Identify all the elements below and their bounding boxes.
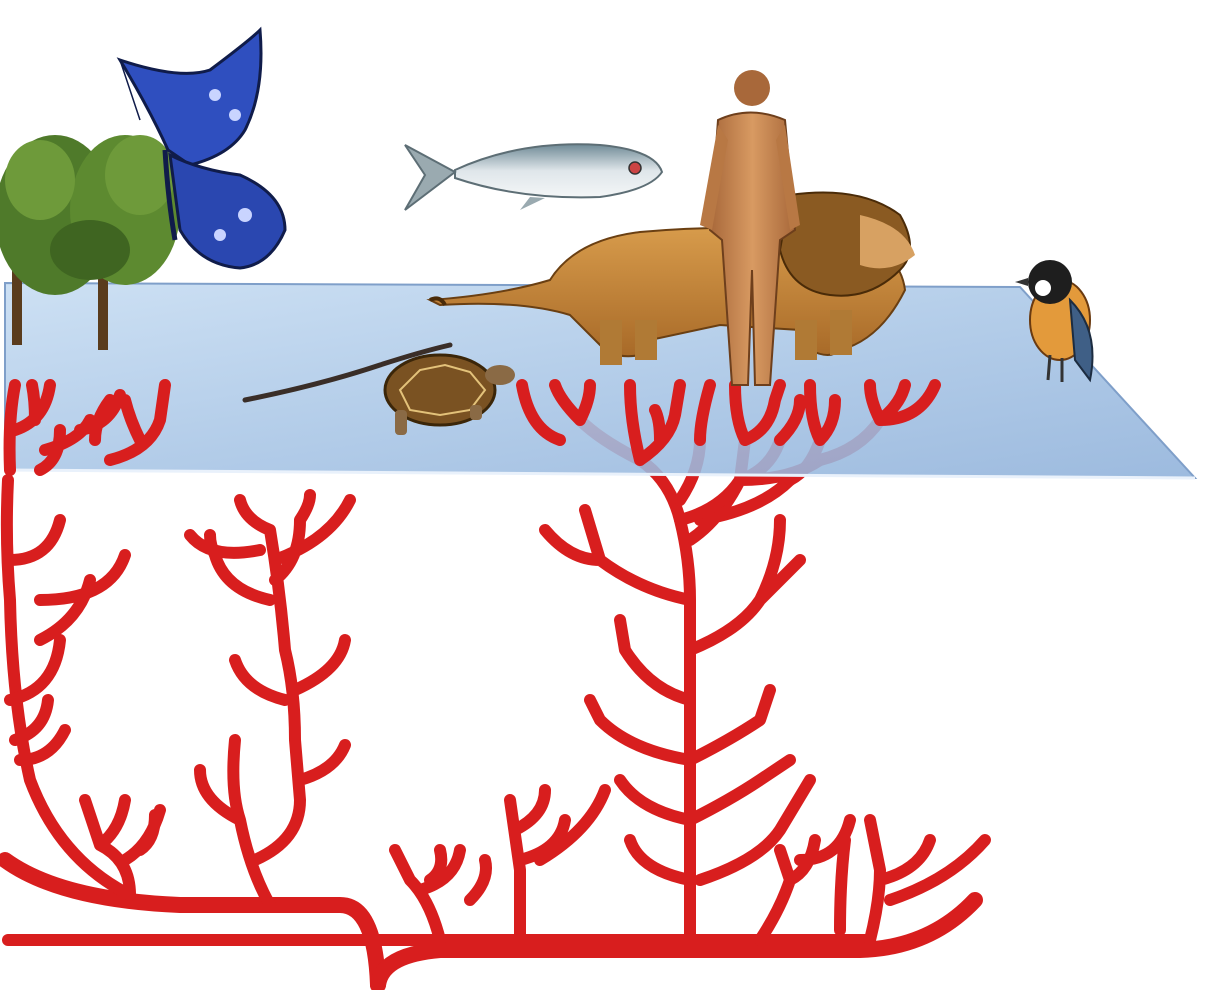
fish-icon [405,144,662,210]
tree-base-trunk [5,860,378,985]
lineage-left-a [10,520,125,760]
phylogenetic-tree-lower [5,420,985,985]
clade-mid-left [190,495,350,905]
clade-center-small [395,790,605,940]
